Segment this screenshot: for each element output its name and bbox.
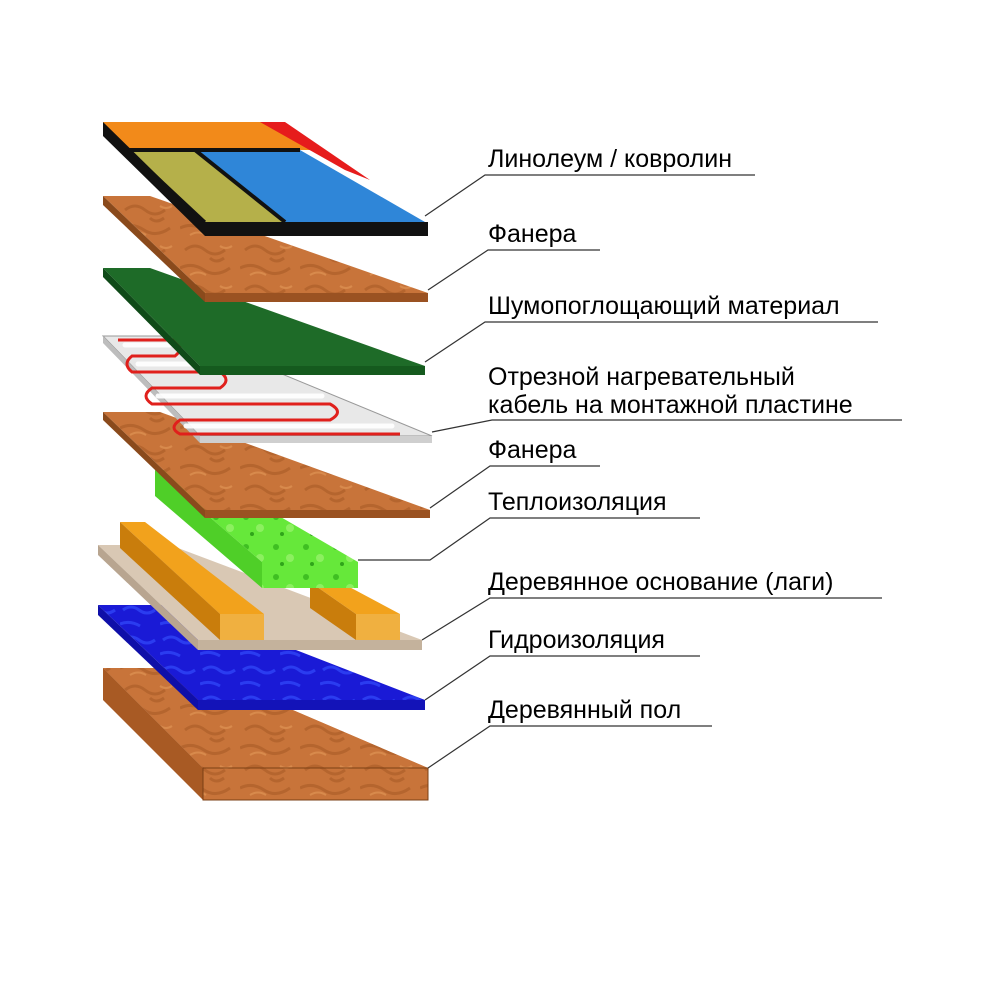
leader-cable <box>431 419 902 433</box>
joist-left-side <box>120 522 220 640</box>
plywood-top-front <box>205 293 428 302</box>
label-sound-absorbing: Шумопоглощающий материал <box>488 292 840 320</box>
label-plywood-top: Фанера <box>488 220 577 248</box>
heating-cable-layer <box>101 335 433 443</box>
joist-right-side <box>310 582 356 640</box>
heating-cable-loops <box>118 338 400 436</box>
wooden-base-edge <box>98 545 198 650</box>
plywood-top-layer <box>103 196 428 302</box>
leader-plywood-top <box>427 249 600 291</box>
label-linoleum: Линолеум / ковролин <box>488 145 733 173</box>
linoleum-orange <box>103 122 312 150</box>
leader-thermal <box>358 517 700 561</box>
label-wooden-base: Деревянное основание (лаги) <box>488 568 834 596</box>
waterproofing-front <box>198 700 425 710</box>
green-board-edge <box>103 268 200 375</box>
wooden-floor-side <box>103 668 203 800</box>
cable-plate-front <box>200 436 432 443</box>
joist-left-top <box>120 522 264 614</box>
linoleum-red <box>260 122 370 180</box>
leader-linoleum <box>424 174 755 217</box>
wooden-base-layer <box>98 522 422 650</box>
leader-lines <box>358 174 902 769</box>
linoleum-blue <box>195 150 425 222</box>
joist-right-front <box>356 614 400 640</box>
wooden-base-front <box>198 640 422 650</box>
leader-plywood-lower <box>429 465 600 509</box>
heating-cable-loops-inner <box>122 342 395 429</box>
label-heating-cable-line1: Отрезной нагревательный <box>488 363 795 391</box>
leader-wooden-floor <box>427 725 712 769</box>
leader-sound <box>424 321 878 363</box>
foam-side <box>155 470 262 588</box>
linoleum-front <box>205 222 428 236</box>
plywood-lower-front <box>205 510 430 518</box>
leader-wooden-base <box>421 597 882 641</box>
sound-absorbing-layer <box>103 268 425 375</box>
plywood-top-top <box>103 196 428 293</box>
waterproofing-edge <box>98 605 198 710</box>
green-board-top <box>103 268 425 366</box>
wooden-floor-front <box>202 767 429 801</box>
label-thermal-insulation: Теплоизоляция <box>488 488 667 516</box>
joist-right-top <box>310 582 400 614</box>
plywood-top-edge <box>103 196 205 302</box>
label-wooden-floor: Деревянный пол <box>488 696 682 724</box>
linoleum-seam <box>193 148 287 224</box>
green-board-front <box>200 366 425 375</box>
leader-waterproof <box>424 655 700 701</box>
label-heating-cable-line2: кабель на монтажной пластине <box>488 391 853 419</box>
linoleum-seam3 <box>126 148 207 224</box>
label-waterproofing: Гидроизоляция <box>488 626 665 654</box>
linoleum-olive <box>128 150 285 222</box>
foam-front <box>262 562 358 588</box>
label-plywood-lower: Фанера <box>488 436 577 464</box>
plywood-lower-layer <box>103 412 430 518</box>
linoleum-layer <box>103 122 428 236</box>
plywood-lower-edge <box>103 412 205 518</box>
joist-left-front <box>220 614 264 640</box>
plywood-lower-top <box>103 412 430 510</box>
